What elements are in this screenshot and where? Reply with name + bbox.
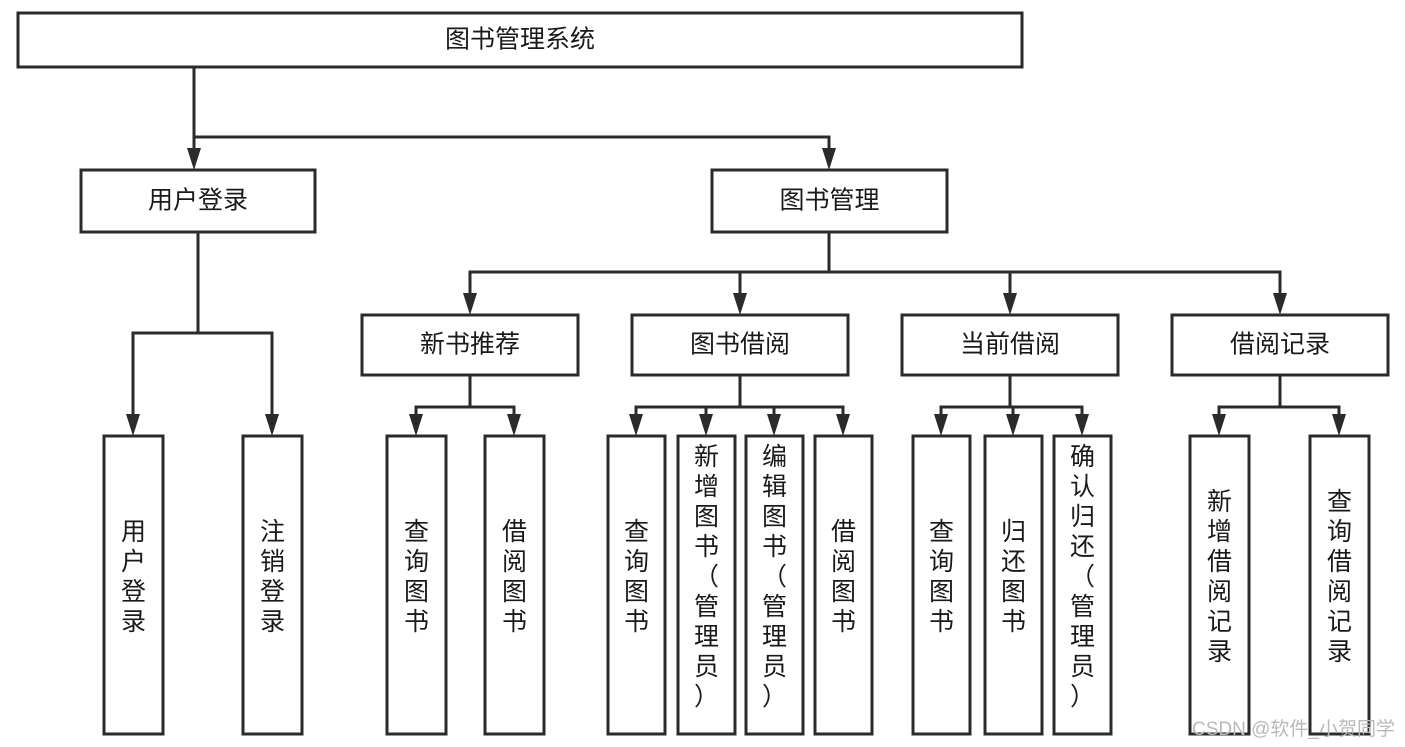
node-label-leaf-query-borrow-record: 查询借阅记录: [1327, 488, 1352, 666]
node-borrow-record[interactable]: 借阅记录: [1170, 313, 1390, 377]
node-user-login[interactable]: 用户登录: [79, 168, 317, 234]
arrow-head-icon: [409, 414, 423, 436]
connector-newbook-to-leaves: [414, 373, 516, 418]
node-box-user-login[interactable]: [79, 168, 317, 234]
node-box-current-borrow[interactable]: [900, 313, 1120, 377]
node-box-leaf-query-book-rec[interactable]: [385, 434, 448, 736]
node-label-leaf-query-book-rec: 查询图书: [404, 518, 429, 636]
connector-bookborrow-to-leaves: [634, 373, 845, 418]
node-current-borrow[interactable]: 当前借阅: [900, 313, 1120, 377]
node-label-leaf-logout-login: 注销登录: [260, 518, 285, 636]
node-box-leaf-query-book-borrow[interactable]: [606, 434, 667, 736]
node-box-leaf-borrow-book-rec[interactable]: [483, 434, 546, 736]
node-leaf-user-login[interactable]: 用户登录: [102, 434, 165, 736]
arrow-head-icon: [1075, 414, 1089, 436]
node-box-borrow-record[interactable]: [1170, 313, 1390, 377]
node-book-borrow[interactable]: 图书借阅: [630, 313, 850, 377]
arrow-head-icon: [1273, 293, 1287, 315]
node-label-borrow-record: 借阅记录: [1230, 331, 1330, 359]
connector-currentborrow-to-leaves: [939, 373, 1084, 418]
arrow-head-icon: [463, 293, 477, 315]
node-label-user-login: 用户登录: [148, 187, 248, 215]
connector-layer: [126, 65, 1346, 436]
node-label-leaf-return-book: 归还图书: [1001, 518, 1026, 636]
node-box-leaf-confirm-return-admin[interactable]: [1052, 434, 1113, 736]
node-leaf-add-borrow-record[interactable]: 新增借阅记录: [1188, 434, 1251, 736]
arrow-head-icon: [1006, 414, 1020, 436]
connector-root-to-level2: [192, 65, 831, 152]
node-box-leaf-query-borrow-record[interactable]: [1308, 434, 1371, 736]
arrow-head-icon: [733, 293, 747, 315]
node-book-manage[interactable]: 图书管理: [710, 168, 949, 234]
arrow-head-icon: [187, 148, 201, 170]
node-leaf-query-book-borrow[interactable]: 查询图书: [606, 434, 667, 736]
node-label-book-borrow: 图书借阅: [690, 331, 790, 359]
node-label-leaf-edit-book-admin: 编辑图书（管理员）: [762, 443, 787, 711]
node-box-root[interactable]: [16, 11, 1024, 69]
arrow-head-icon: [767, 414, 781, 436]
node-leaf-query-book-rec[interactable]: 查询图书: [385, 434, 448, 736]
arrow-head-icon: [1003, 293, 1017, 315]
arrow-head-icon: [934, 414, 948, 436]
node-label-current-borrow: 当前借阅: [960, 331, 1060, 359]
node-box-book-manage[interactable]: [710, 168, 949, 234]
node-box-leaf-user-login[interactable]: [102, 434, 165, 736]
node-new-book-recommend[interactable]: 新书推荐: [360, 313, 580, 377]
node-leaf-query-borrow-record[interactable]: 查询借阅记录: [1308, 434, 1371, 736]
node-label-new-book-recommend: 新书推荐: [420, 331, 520, 359]
node-label-leaf-query-book-borrow: 查询图书: [624, 518, 649, 636]
node-leaf-borrow-book[interactable]: 借阅图书: [813, 434, 874, 736]
arrow-head-icon: [1212, 414, 1226, 436]
arrow-head-icon: [265, 414, 279, 436]
node-leaf-return-book[interactable]: 归还图书: [983, 434, 1044, 736]
node-label-leaf-add-book-admin: 新增图书（管理员）: [694, 443, 719, 711]
node-label-leaf-user-login: 用户登录: [121, 518, 146, 636]
node-box-leaf-query-book-current[interactable]: [911, 434, 972, 736]
node-leaf-add-book-admin[interactable]: 新增图书（管理员）: [676, 434, 737, 736]
arrow-head-icon: [822, 148, 836, 170]
node-label-leaf-borrow-book: 借阅图书: [831, 518, 856, 636]
arrow-head-icon: [126, 414, 140, 436]
node-layer: 图书管理系统用户登录图书管理新书推荐图书借阅当前借阅借阅记录用户登录注销登录查询…: [16, 11, 1390, 736]
node-box-leaf-add-borrow-record[interactable]: [1188, 434, 1251, 736]
connector-bookmanage-to-level3: [468, 230, 1282, 297]
csdn-watermark: CSDN @软件_小贺同学: [1192, 719, 1395, 740]
node-label-leaf-query-book-current: 查询图书: [929, 518, 954, 636]
node-box-leaf-edit-book-admin[interactable]: [744, 434, 805, 736]
node-label-book-manage: 图书管理: [779, 187, 879, 215]
node-label-root: 图书管理系统: [445, 26, 595, 54]
node-box-new-book-recommend[interactable]: [360, 313, 580, 377]
arrow-head-icon: [629, 414, 643, 436]
node-root[interactable]: 图书管理系统: [16, 11, 1024, 69]
node-box-leaf-return-book[interactable]: [983, 434, 1044, 736]
node-box-leaf-logout-login[interactable]: [241, 434, 304, 736]
node-leaf-logout-login[interactable]: 注销登录: [241, 434, 304, 736]
node-leaf-borrow-book-rec[interactable]: 借阅图书: [483, 434, 546, 736]
node-leaf-confirm-return-admin[interactable]: 确认归还（管理员）: [1052, 434, 1113, 736]
connector-borrowrecord-to-leaves: [1217, 373, 1341, 418]
arrow-head-icon: [1332, 414, 1346, 436]
arrow-head-icon: [836, 414, 850, 436]
node-label-leaf-borrow-book-rec: 借阅图书: [502, 518, 527, 636]
node-label-leaf-add-borrow-record: 新增借阅记录: [1207, 488, 1232, 666]
node-box-book-borrow[interactable]: [630, 313, 850, 377]
arrow-head-icon: [699, 414, 713, 436]
node-leaf-edit-book-admin[interactable]: 编辑图书（管理员）: [744, 434, 805, 736]
node-box-leaf-add-book-admin[interactable]: [676, 434, 737, 736]
node-box-leaf-borrow-book[interactable]: [813, 434, 874, 736]
node-label-leaf-confirm-return-admin: 确认归还（管理员）: [1070, 443, 1095, 711]
connector-userlogin-to-leaves: [131, 230, 274, 418]
arrow-head-icon: [507, 414, 521, 436]
node-leaf-query-book-current[interactable]: 查询图书: [911, 434, 972, 736]
